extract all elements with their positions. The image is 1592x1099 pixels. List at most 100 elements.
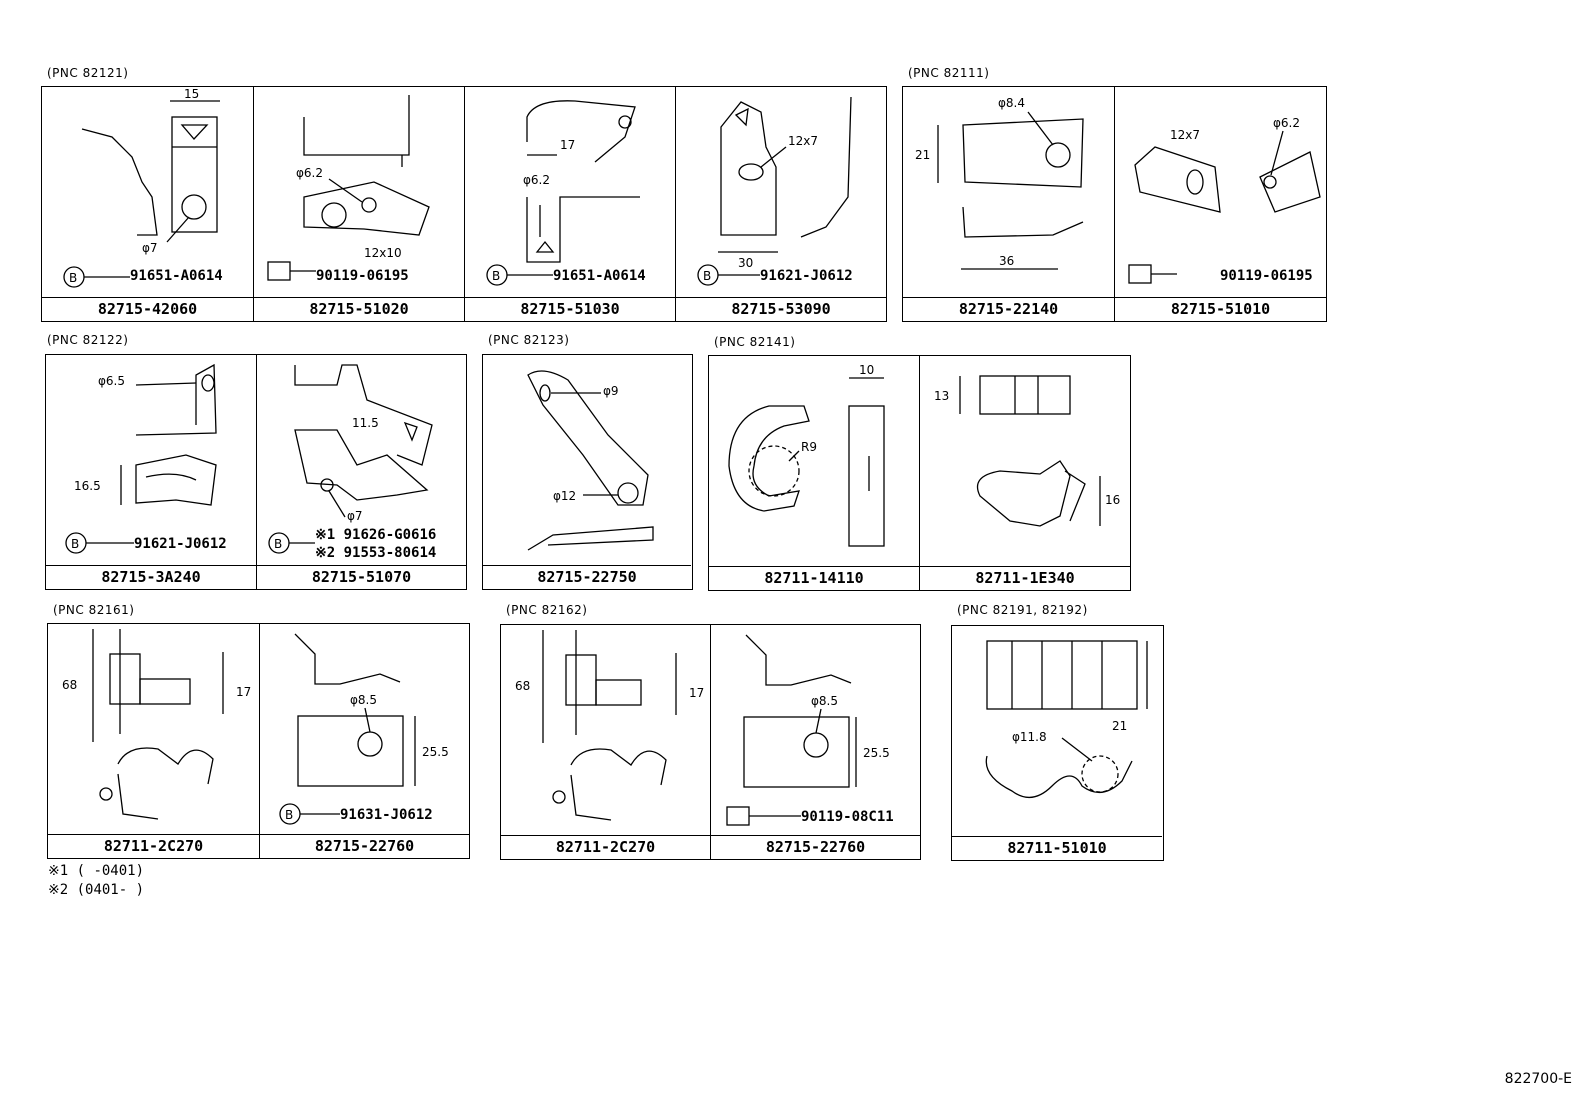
dim-offset: 17 (689, 686, 704, 700)
bracket-drawing: 11.5 φ7 B (268, 364, 433, 554)
dim-width: 15 (184, 87, 199, 101)
dim-hole: φ7 (347, 509, 363, 523)
sub-part-number: 91651-A0614 (130, 268, 223, 284)
clamp-drawing: 21 φ11.8 (985, 640, 1148, 798)
pnc-label: (PNC 82162) (506, 603, 588, 617)
dim-height: 68 (62, 678, 77, 692)
part-cell[interactable]: 12x7 φ6.2 90119-06195 82715-51010 (1115, 87, 1326, 321)
dim-length: 17 (560, 138, 575, 152)
b-marker: B (285, 808, 293, 822)
dim-hole-small: φ9 (603, 384, 619, 398)
dim-height: 13 (934, 389, 949, 403)
part-cell[interactable]: φ6.5 16.5 B 91621-J0612 82715-3A240 (46, 355, 257, 589)
part-number: 82715-51030 (465, 297, 675, 321)
part-cell[interactable]: 12x7 30 B 91621-J0612 82715-53090 (676, 87, 886, 321)
bracket-drawing: φ8.4 21 36 (915, 96, 1084, 270)
clamp-drawing: 68 17 (515, 630, 704, 821)
pnc-label: (PNC 82161) (53, 603, 135, 617)
part-number: 82715-3A240 (46, 565, 256, 589)
part-number: 82711-14110 (709, 566, 919, 590)
dim-slot: 12x10 (364, 246, 402, 260)
part-number: 82715-53090 (676, 297, 886, 321)
dim-height: 21 (915, 148, 930, 162)
dim-hole: φ6.2 (523, 173, 550, 187)
dim-hole: φ6.2 (1273, 116, 1300, 130)
part-cell[interactable]: φ8.5 25.5 B 91631-J0612 82715-22760 (260, 624, 469, 858)
dim-height: 16.5 (74, 479, 101, 493)
dim-hole: φ8.4 (998, 96, 1025, 110)
parts-panel: 21 φ11.8 82711-51010 (951, 625, 1164, 861)
sub-part-number: 90119-06195 (316, 268, 409, 284)
clamp-drawing: 13 16 (934, 375, 1120, 527)
b-marker: B (492, 269, 500, 283)
bracket-drawing: φ9 φ12 (527, 370, 654, 551)
part-number: 82715-51010 (1115, 297, 1326, 321)
parts-panel: φ6.5 16.5 B 91621-J0612 82715-3A240 11.5… (45, 354, 467, 590)
sub-part-number: 90119-08C11 (801, 809, 894, 825)
sub-part-number: 91621-J0612 (760, 268, 853, 284)
bracket-drawing: φ6.2 12x10 (267, 95, 430, 281)
dim-hole: φ6.2 (296, 166, 323, 180)
dim-height: 25.5 (422, 745, 449, 759)
dim-hole: φ7 (142, 241, 158, 255)
part-cell[interactable]: φ8.4 21 36 82715-22140 (903, 87, 1115, 321)
dim-hole: φ6.5 (98, 374, 125, 388)
dim-hole: φ8.5 (811, 694, 838, 708)
part-cell[interactable]: φ6.2 12x10 90119-06195 82715-51020 (254, 87, 465, 321)
part-cell[interactable]: 11.5 φ7 B ※1 91626-G0616 ※2 91553-80614 … (257, 355, 466, 589)
dim-width: 10 (859, 363, 874, 377)
parts-panel: 15 φ7 B 91651-A0614 82715-42060 φ6.2 12x… (41, 86, 887, 322)
part-cell[interactable]: φ8.5 25.5 90119-08C11 82715-22760 (711, 625, 920, 859)
b-marker: B (274, 537, 282, 551)
part-number: 82715-22760 (260, 834, 469, 858)
dim-height: 21 (1112, 719, 1127, 733)
part-cell[interactable]: R9 10 82711-14110 (709, 356, 920, 590)
pnc-label: (PNC 82122) (47, 333, 129, 347)
dim-length: 16 (1105, 493, 1120, 507)
bracket-drawing: 12x7 30 B (697, 96, 852, 286)
part-cell[interactable]: 13 16 82711-1E340 (920, 356, 1130, 590)
dim-height: 68 (515, 679, 530, 693)
part-number: 82715-51020 (254, 297, 464, 321)
sub-part-number: 91631-J0612 (340, 807, 433, 823)
bracket-drawing: φ6.5 16.5 B (65, 363, 217, 554)
part-number: 82711-1E340 (920, 566, 1130, 590)
b-marker: B (703, 269, 711, 283)
pnc-label: (PNC 82141) (714, 335, 796, 349)
part-cell[interactable]: 17 φ6.2 B 91651-A0614 82715-51030 (465, 87, 676, 321)
dim-hole: φ11.8 (1012, 730, 1047, 744)
part-cell[interactable]: 21 φ11.8 82711-51010 (952, 626, 1162, 860)
clamp-drawing: R9 10 (728, 363, 885, 547)
dim-slot: 12x7 (1170, 128, 1200, 142)
part-number: 82715-22750 (483, 565, 691, 589)
part-number: 82711-51010 (952, 836, 1162, 860)
sub-part-number: 91621-J0612 (134, 536, 227, 552)
part-cell[interactable]: φ9 φ12 82715-22750 (483, 355, 691, 589)
parts-panel: 68 17 82711-2C270 φ8.5 25.5 90119-08C11 … (500, 624, 921, 860)
pnc-label: (PNC 82191, 82192) (957, 603, 1088, 617)
bracket-drawing: 15 φ7 B (63, 87, 220, 288)
b-marker: B (71, 537, 79, 551)
parts-panel: 68 17 82711-2C270 φ8.5 25.5 B 91631-J061… (47, 623, 470, 859)
part-cell[interactable]: 68 17 82711-2C270 (48, 624, 260, 858)
part-cell[interactable]: 68 17 82711-2C270 (501, 625, 711, 859)
sub-part-number-2: ※2 91553-80614 (315, 545, 437, 561)
footnote-2: ※2 (0401- ) (48, 882, 145, 898)
figure-code: 822700-E (1504, 1071, 1572, 1087)
sub-part-number: 90119-06195 (1220, 268, 1313, 284)
part-cell[interactable]: 15 φ7 B 91651-A0614 82715-42060 (42, 87, 254, 321)
dim-length: 36 (999, 254, 1014, 268)
pnc-label: (PNC 82111) (908, 66, 990, 80)
dim-width: 30 (738, 256, 753, 270)
part-number: 82715-42060 (42, 297, 253, 321)
parts-panel: φ8.4 21 36 82715-22140 12x7 φ6.2 90119-0… (902, 86, 1327, 322)
part-number: 82711-2C270 (48, 834, 259, 858)
b-marker: B (69, 271, 77, 285)
part-number: 82715-22760 (711, 835, 920, 859)
dim-height: 25.5 (863, 746, 890, 760)
dim-hole-large: φ12 (553, 489, 576, 503)
part-number: 82715-22140 (903, 297, 1114, 321)
pnc-label: (PNC 82123) (488, 333, 570, 347)
bracket-drawing: φ8.5 25.5 (726, 634, 890, 826)
pnc-label: (PNC 82121) (47, 66, 129, 80)
